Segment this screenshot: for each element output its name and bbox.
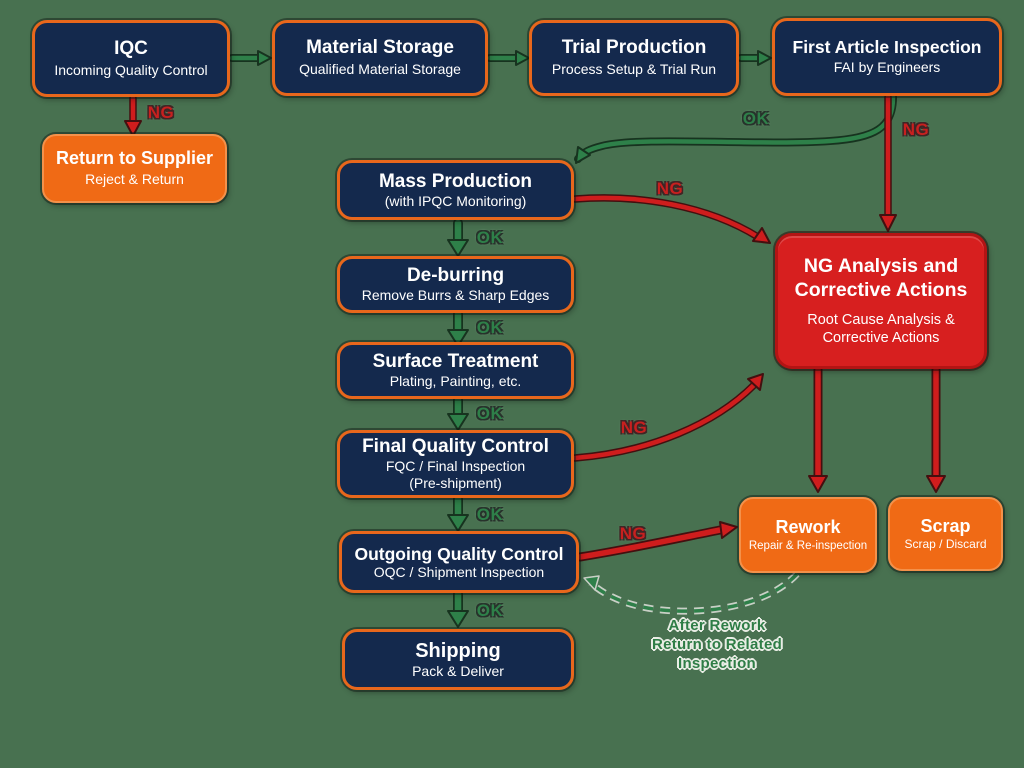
node-title: Surface Treatment [372, 351, 539, 373]
edge-label-mass-production-ok: OK [476, 228, 504, 247]
node-subtitle: Plating, Painting, etc. [389, 373, 522, 390]
node-title: Shipping [415, 639, 501, 662]
node-title: IQC [114, 37, 148, 59]
node-trial-production: Trial Production Process Setup & Trial R… [529, 20, 739, 96]
node-subtitle: Remove Burrs & Sharp Edges [361, 287, 550, 304]
node-subtitle-2: (Pre-shipment) [409, 474, 502, 491]
after-rework-annotation: After Rework Return to Related Inspectio… [628, 616, 806, 673]
arrow-ng-analysis-to-scrap [926, 365, 946, 493]
node-title: Final Quality Control [362, 436, 549, 458]
edge-label-de-burring-ok: OK [476, 318, 504, 337]
node-subtitle: Incoming Quality Control [54, 61, 208, 78]
node-title: NG Analysis and Corrective Actions [794, 254, 968, 302]
node-title: Mass Production [378, 170, 533, 192]
edge-label-surface-treatment-ok: OK [476, 404, 504, 423]
node-title: Outgoing Quality Control [354, 543, 564, 564]
node-title: Material Storage [306, 37, 454, 59]
arrow-iqc-ng-to-return-supplier [124, 94, 142, 137]
node-scrap: Scrap Scrap / Discard [888, 497, 1003, 571]
node-subtitle: OQC / Shipment Inspection [373, 563, 545, 580]
arrow-material-storage-to-trial-production [486, 50, 530, 66]
edge-label-fai-ok: OK [742, 109, 770, 128]
arrow-deburring-ok-to-surface-treatment [447, 309, 469, 347]
arrow-trial-production-to-fai [737, 50, 772, 66]
node-first-article-inspection: First Article Inspection FAI by Engineer… [772, 18, 1002, 96]
node-material-storage: Material Storage Qualified Material Stor… [272, 20, 488, 96]
node-return-to-supplier: Return to Supplier Reject & Return [42, 134, 227, 203]
node-subtitle: (with IPQC Monitoring) [384, 192, 527, 209]
node-title: Scrap [920, 515, 971, 536]
arrow-ng-analysis-to-rework [808, 365, 828, 493]
arrow-oqc-ok-to-shipping [447, 589, 469, 628]
node-final-quality-control: Final Quality Control FQC / Final Inspec… [337, 430, 574, 498]
node-title: Return to Supplier [56, 148, 213, 169]
node-rework: Rework Repair & Re-inspection [739, 497, 877, 573]
edge-label-fqc-ok: OK [476, 505, 504, 524]
node-subtitle: Qualified Material Storage [299, 61, 461, 78]
arrow-oqc-ng-to-rework [575, 521, 738, 562]
arrow-fai-ok-to-mass-production [574, 93, 897, 164]
node-subtitle: Root Cause Analysis & Corrective Actions [807, 311, 955, 347]
arrow-iqc-to-material-storage [228, 50, 272, 66]
node-outgoing-quality-control: Outgoing Quality Control OQC / Shipment … [339, 531, 579, 593]
node-subtitle: Process Setup & Trial Run [551, 61, 717, 78]
node-subtitle: Reject & Return [85, 171, 184, 188]
arrow-surface-treatment-ok-to-fqc [447, 395, 469, 431]
node-shipping: Shipping Pack & Deliver [342, 629, 574, 690]
node-subtitle: FAI by Engineers [833, 59, 941, 76]
node-title: Rework [775, 516, 841, 537]
edge-label-oqc-ok: OK [476, 601, 504, 620]
node-iqc: IQC Incoming Quality Control [32, 20, 230, 97]
node-title: Trial Production [561, 37, 707, 59]
node-subtitle: Scrap / Discard [904, 537, 987, 552]
after-rework-line-1: After Rework [668, 617, 766, 634]
edge-label-fqc-ng: NG [620, 418, 648, 437]
node-title: De-burring [406, 265, 505, 287]
arrow-mass-production-ng-to-ng-analysis [571, 194, 771, 244]
arrow-rework-return-to-oqc-dashed [583, 571, 800, 615]
node-title: First Article Inspection [792, 37, 982, 58]
node-surface-treatment: Surface Treatment Plating, Painting, etc… [337, 342, 574, 399]
arrow-fqc-ng-to-ng-analysis [571, 373, 764, 462]
after-rework-line-3: Inspection [677, 655, 756, 672]
node-subtitle: Pack & Deliver [412, 662, 504, 679]
arrow-mass-production-ok-to-deburring [447, 218, 469, 257]
arrow-fai-ng-to-ng-analysis [879, 93, 897, 232]
node-ng-analysis: NG Analysis and Corrective Actions Root … [775, 233, 987, 369]
node-de-burring: De-burring Remove Burrs & Sharp Edges [337, 256, 574, 313]
node-mass-production: Mass Production (with IPQC Monitoring) [337, 160, 574, 220]
arrow-fqc-ok-to-oqc [447, 494, 469, 532]
edge-label-mass-production-ng: NG [656, 179, 684, 198]
edge-label-fai-ng: NG [902, 120, 930, 139]
after-rework-line-2: Return to Related [651, 636, 783, 653]
edge-label-oqc-ng: NG [619, 524, 647, 543]
node-subtitle: FQC / Final Inspection [385, 458, 526, 475]
edge-label-iqc-ng: NG [147, 103, 175, 122]
node-subtitle: Repair & Re-inspection [748, 539, 868, 552]
